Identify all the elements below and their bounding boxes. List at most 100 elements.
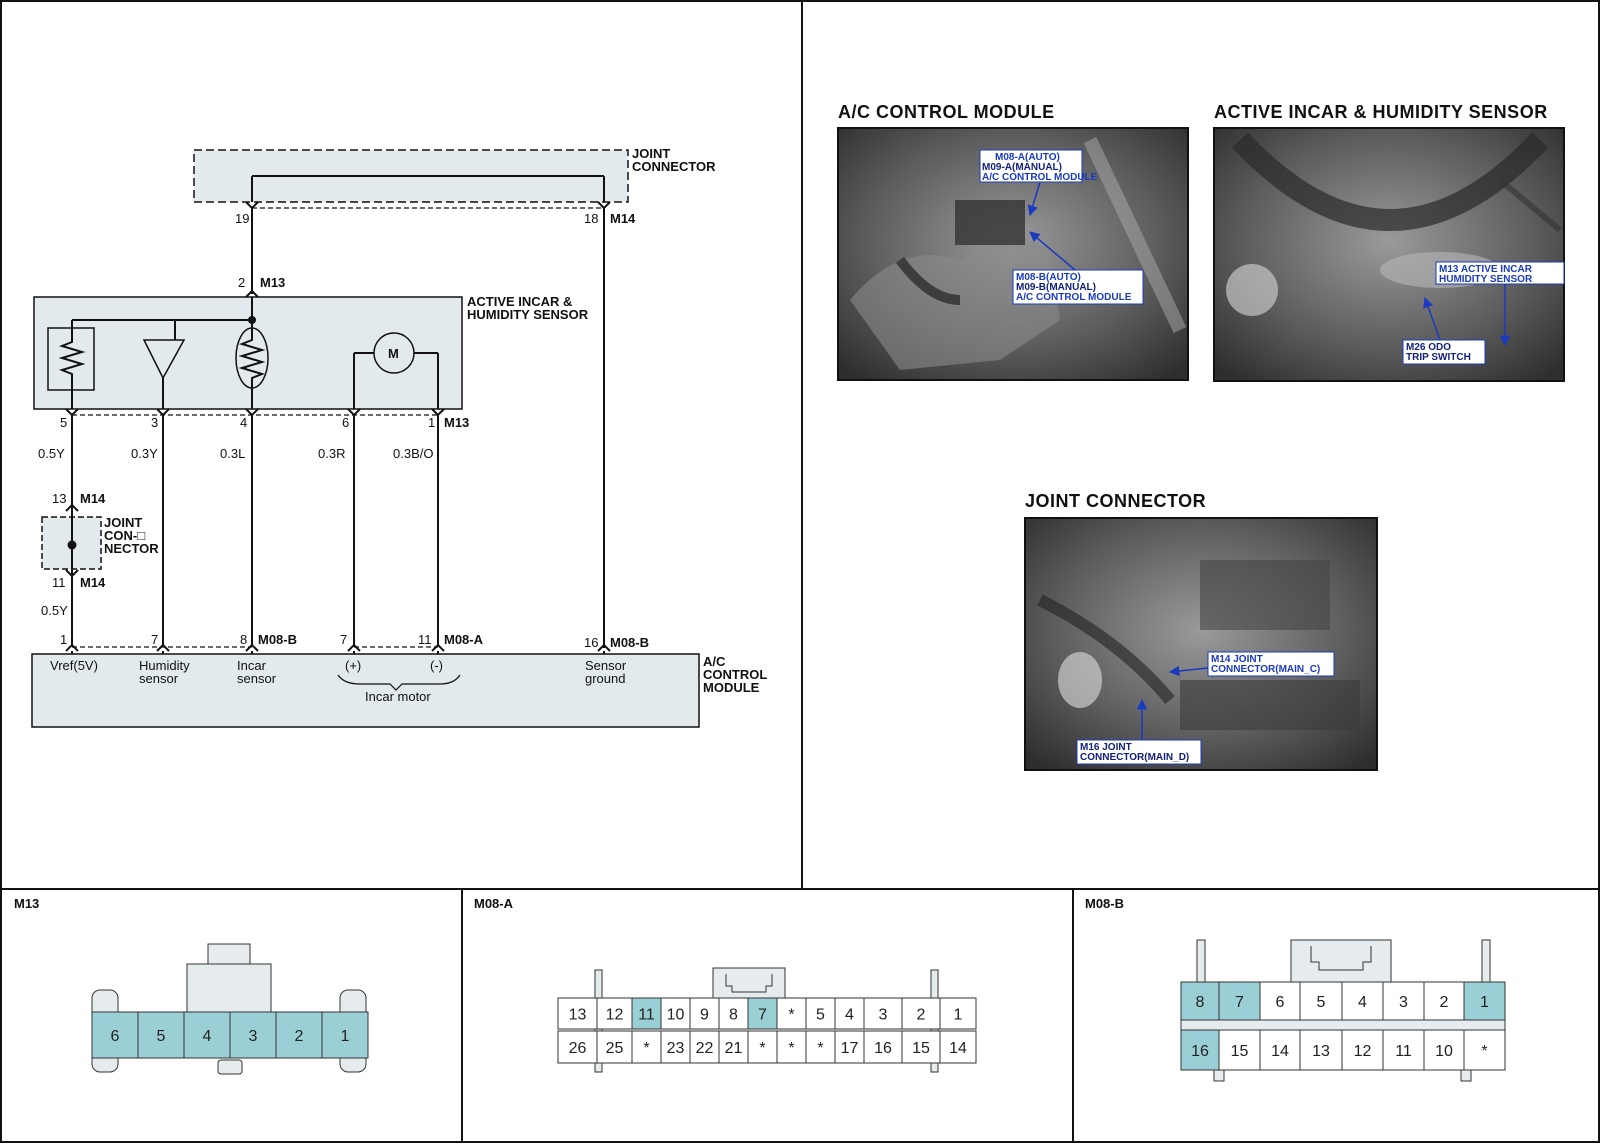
terminal-label: sensor [139,671,179,686]
wire-color-label: 0.3L [220,446,245,461]
pin-label: 19 [235,211,249,226]
connector-pin-cell [596,1030,633,1064]
photo-ac-control-module: A/C CONTROL MODULE M08-A(AUTO) M09-A(MAN… [837,102,1189,381]
connector-pin-cell [321,1011,369,1059]
connector-pin-label: 14 [1271,1043,1289,1060]
terminal-label: ground [585,671,625,686]
photo-placeholder [1024,517,1378,771]
terminal-label: Incar motor [365,689,431,704]
pin-label: 7 [151,632,158,647]
wire-color-label: 0.3Y [131,446,158,461]
joint-connector-small: 13 M14 JOINT CON-□ NECTOR 11 M14 0.5Y [41,491,159,618]
pin-label: 11 [52,575,66,590]
callout-label: A/C CONTROL MODULE [982,172,1098,183]
terminal-label: Incar [237,658,267,673]
pin-label: 1 [428,415,435,430]
connector-pin-label: * [643,1040,649,1057]
terminal-label: Vref(5V) [50,658,98,673]
joint-connector-label: CONNECTOR [632,159,716,174]
connector-pin-label: 9 [700,1007,709,1024]
pin-label: 16 [584,635,598,650]
connector-pin-label: 14 [949,1040,967,1057]
connector-pin-label: 4 [845,1007,854,1024]
wire-color-label: 0.5Y [38,446,65,461]
connector-pin-label: 22 [696,1040,714,1057]
wire-color-label: 0.3B/O [393,446,433,461]
wire-color-label: 0.5Y [41,603,68,618]
connector-separator [1180,1019,1506,1031]
pin-label: 4 [240,415,247,430]
terminal-label: (-) [430,658,443,673]
terminal-label: Humidity [139,658,190,673]
pin-label: 7 [340,632,347,647]
pin-label: 5 [60,415,67,430]
ac-control-module: 1 7 8 M08-B 7 11 M08-A 16 M08-B Vref(5V)… [31,632,767,728]
connector-pin-label: 13 [1312,1043,1330,1060]
connector-pin-label: 8 [729,1007,738,1024]
connector-pin-label: 7 [758,1007,767,1024]
connector-pin-label: 11 [638,1007,655,1024]
connector-pin-label: 15 [1231,1043,1249,1060]
connector-id-label: M13 [260,275,285,290]
connector-id-label: M14 [610,211,636,226]
pin-label: 13 [52,491,66,506]
joint-connector-label: JOINT [632,146,670,161]
callout-label: M14 JOINT [1211,654,1263,665]
photo-title: JOINT CONNECTOR [1025,491,1206,511]
connector-pin-label: * [1481,1043,1487,1060]
connector-pin-cell [901,1030,941,1064]
callout-label: CONNECTOR(MAIN_C) [1211,664,1320,675]
connector-pin-label: 4 [1358,994,1367,1011]
callout-label: TRIP SWITCH [1406,352,1471,363]
connector-pin-label: 21 [725,1040,743,1057]
connector-pin-cell [1463,1029,1506,1071]
photo-active-incar-sensor: ACTIVE INCAR & HUMIDITY SENSOR M13 ACTIV… [1213,102,1565,382]
connector-id-label: M14 [80,575,106,590]
connector-pin-label: 5 [816,1007,825,1024]
module-label: MODULE [703,680,760,695]
connector-pin-label: 3 [879,1007,888,1024]
connector-id-label: M08-B [258,632,297,647]
connector-pin-label: 1 [1480,994,1489,1011]
connector-pin-label: 25 [606,1040,624,1057]
connector-pin-cell [631,997,662,1030]
connector-pin-label: 13 [569,1007,587,1024]
photo-title: ACTIVE INCAR & HUMIDITY SENSOR [1214,102,1548,122]
connector-pin-cell [1299,981,1343,1021]
connector-pin-label: * [759,1040,765,1057]
connector-pin-label: * [817,1040,823,1057]
connector-pin-label: 5 [1317,994,1326,1011]
connector-id-label: M13 [444,415,469,430]
connector-pin-cell [747,1030,778,1064]
pin-label: 8 [240,632,247,647]
connector-pin-label: 23 [667,1040,685,1057]
module-label: CONTROL [703,667,767,682]
connector-title: M13 [14,896,39,911]
photo-title: A/C CONTROL MODULE [838,102,1055,122]
connector-pin-cell [660,997,691,1030]
joint-connector-label: JOINT [104,515,142,530]
connector-pin-cell [1218,981,1261,1021]
connector-pin-label: 1 [341,1028,350,1045]
sensor-label: HUMIDITY SENSOR [467,307,589,322]
schematic: JOINT CONNECTOR 19 18 M14 2 M13 ACTIVE I… [31,146,767,728]
callout-label: M16 JOINT [1080,742,1132,753]
joint-connector-top: JOINT CONNECTOR 19 18 M14 [193,146,716,226]
connector-pin-label: 2 [295,1028,304,1045]
connector-pin-label: 2 [1440,994,1449,1011]
connector-pin-cell [1382,981,1425,1021]
connector-title: M08-B [1085,896,1124,911]
joint-connector-label: NECTOR [104,541,159,556]
pin-label: 11 [418,632,432,647]
connector-pin-cell [805,1030,836,1064]
callout-label: M08-B(AUTO) [1016,272,1081,283]
connector-pin-cell [1299,1029,1343,1071]
connector-pin-cell [183,1011,231,1059]
connector-pin-label: * [788,1007,794,1024]
